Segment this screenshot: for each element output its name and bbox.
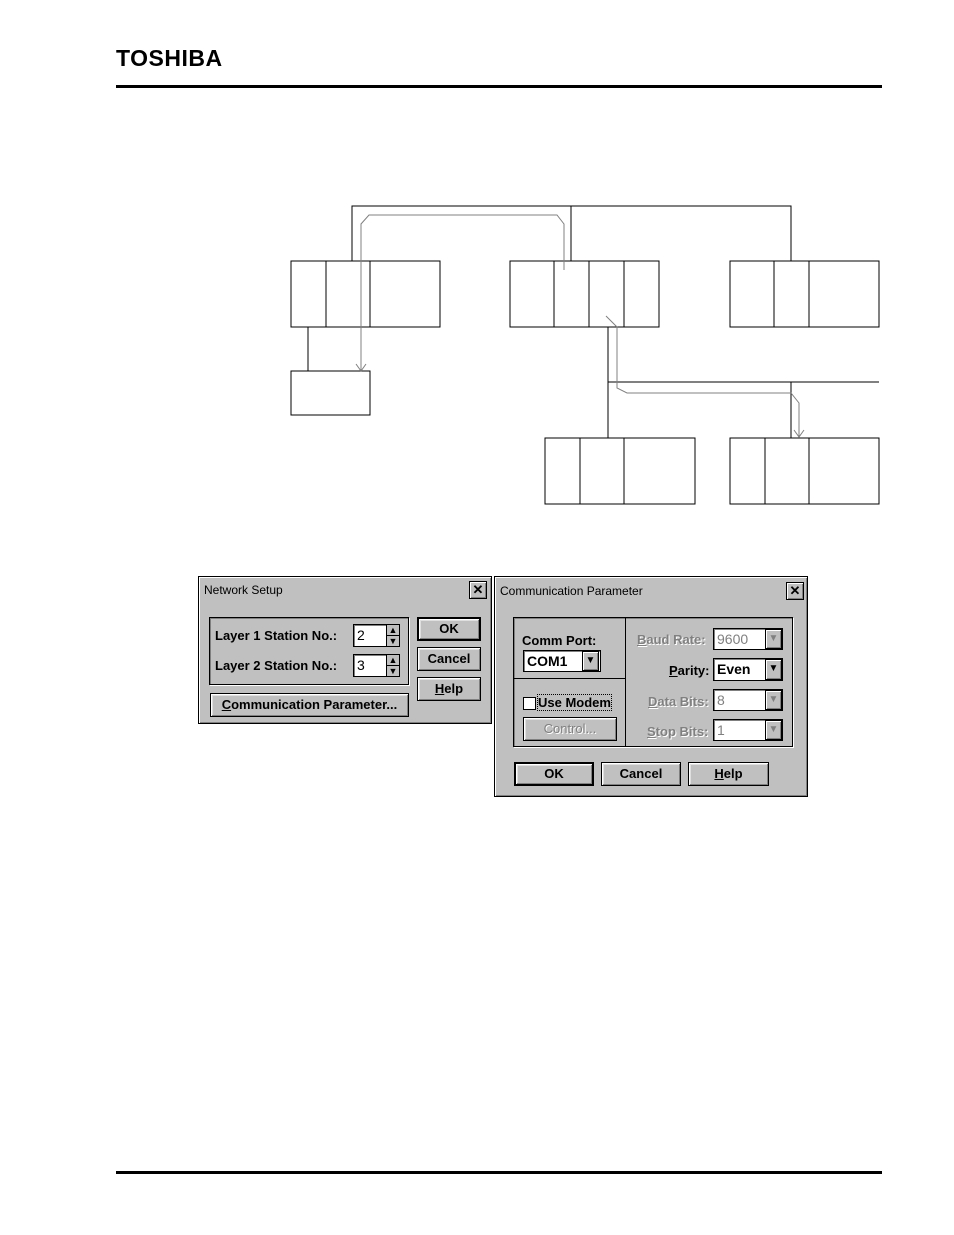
network-setup-dialog: Network Setup ✕ Layer 1 Station No.: 2 ▲… [198, 576, 492, 724]
spin-down-icon[interactable]: ▼ [388, 665, 398, 676]
layer1-station-field[interactable]: 2 [353, 624, 387, 647]
signal-path-layer2 [605, 315, 800, 437]
chevron-down-icon[interactable]: ▼ [765, 720, 782, 740]
network-diagram [290, 205, 880, 505]
layer1-spinner[interactable]: ▲▼ [386, 624, 400, 647]
header-rule [116, 85, 882, 88]
station-group [209, 617, 409, 685]
comm-port-select[interactable]: COM1 [523, 650, 601, 672]
signal-path-layer1 [360, 214, 565, 371]
help-button[interactable]: Help [688, 762, 769, 786]
layer2-label: Layer 2 Station No.: [215, 658, 338, 673]
comm-port-label: Comm Port: [522, 633, 597, 648]
group-divider [513, 678, 625, 679]
communication-parameter-dialog: Communication Parameter ✕ Comm Port: COM… [494, 576, 808, 797]
cancel-button[interactable]: Cancel [417, 647, 481, 671]
parity-label: Parity: [669, 663, 710, 678]
chevron-down-icon[interactable]: ▼ [582, 651, 599, 671]
station-box-right [729, 260, 880, 328]
spin-up-icon[interactable]: ▲ [387, 625, 399, 636]
help-button[interactable]: Help [417, 677, 481, 701]
group-divider [625, 617, 626, 746]
layer2-station-field[interactable]: 3 [353, 654, 387, 677]
station-box-center [509, 260, 660, 328]
station-box-lower-right [729, 437, 880, 505]
station-box-lower-left [544, 437, 696, 505]
dialog-title: Communication Parameter [500, 584, 643, 598]
close-icon[interactable]: ✕ [786, 582, 804, 600]
spin-up-icon[interactable]: ▲ [387, 655, 399, 666]
control-button[interactable]: Control... [523, 717, 617, 741]
station-box-left [290, 260, 441, 328]
chevron-down-icon[interactable]: ▼ [765, 629, 782, 649]
use-modem-checkbox[interactable] [523, 697, 536, 710]
use-modem-label[interactable]: Use Modem [537, 694, 612, 711]
cancel-button[interactable]: Cancel [601, 762, 681, 786]
parameter-group [513, 617, 793, 747]
computer-box [290, 370, 371, 416]
chevron-down-icon[interactable]: ▼ [765, 690, 782, 710]
data-bits-label: Data Bits: [648, 694, 709, 709]
ok-button[interactable]: OK [514, 762, 594, 786]
ok-button[interactable]: OK [417, 617, 481, 641]
spin-down-icon[interactable]: ▼ [388, 635, 398, 646]
chevron-down-icon[interactable]: ▼ [765, 659, 782, 680]
baud-rate-label: Baud Rate: [637, 632, 706, 647]
footer-rule [116, 1171, 882, 1174]
layer1-label: Layer 1 Station No.: [215, 628, 338, 643]
layer2-spinner[interactable]: ▲▼ [386, 654, 400, 677]
dialog-title: Network Setup [204, 583, 283, 597]
stop-bits-label: Stop Bits: [647, 724, 709, 739]
toshiba-logo: TOSHIBA [116, 45, 223, 71]
communication-parameter-button[interactable]: Communication Parameter... [210, 693, 409, 717]
close-icon[interactable]: ✕ [469, 581, 487, 599]
